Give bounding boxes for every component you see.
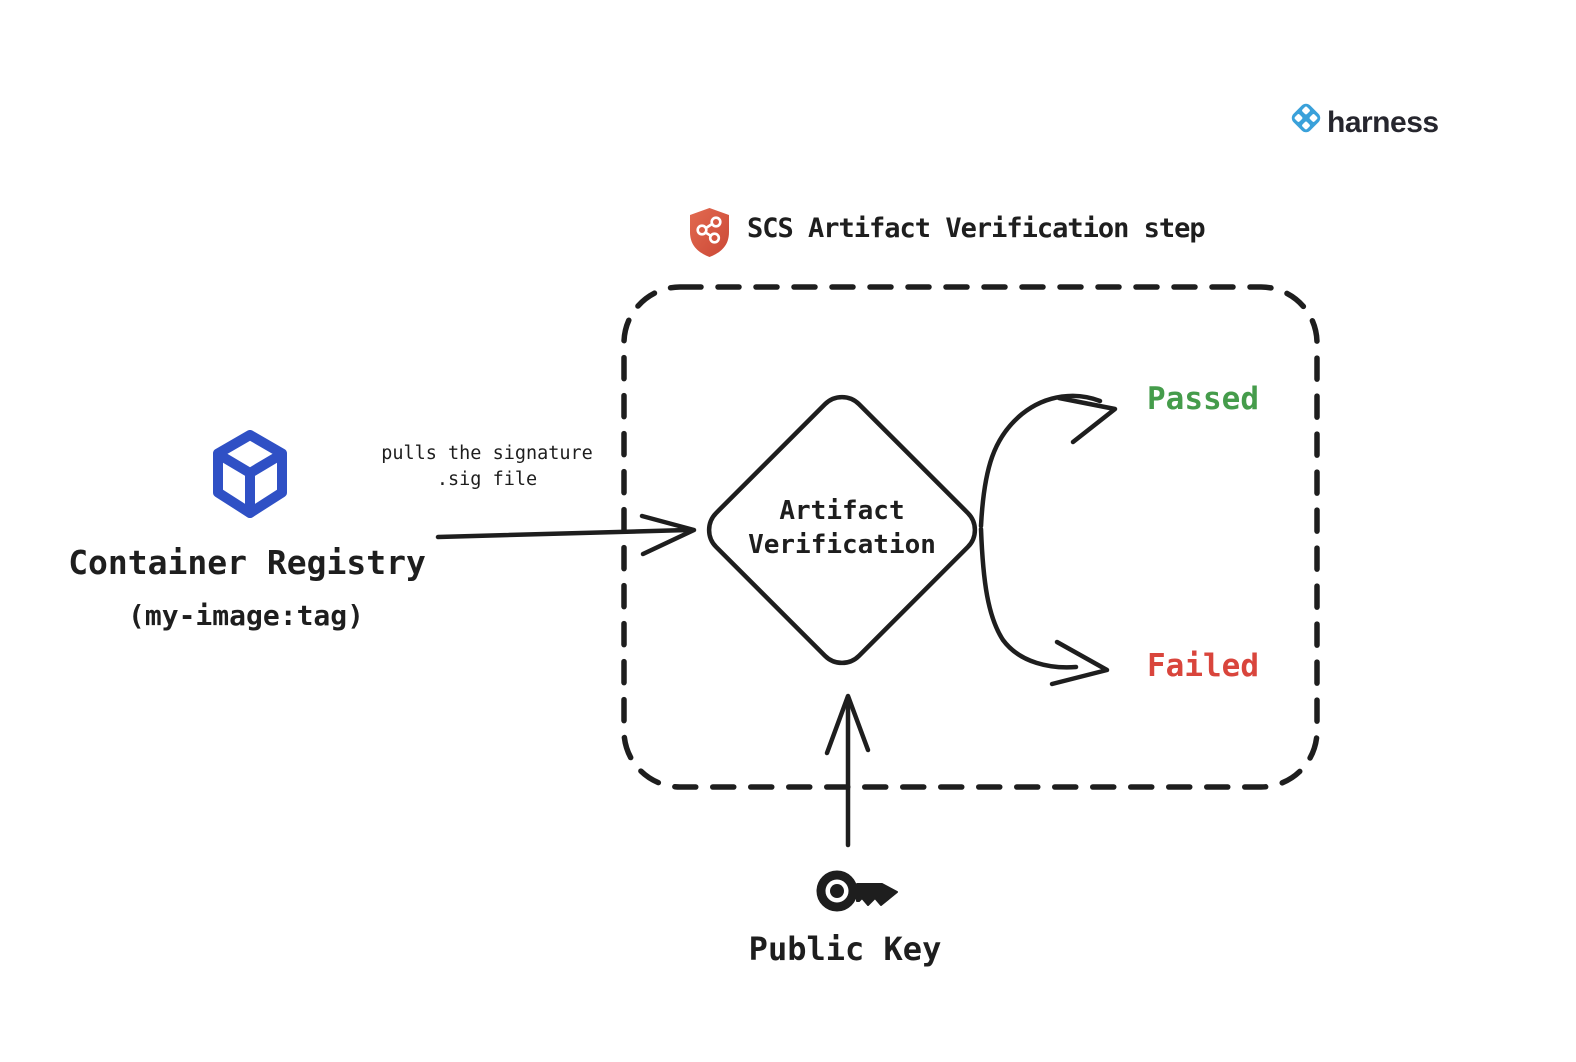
public-key-label: Public Key xyxy=(748,930,942,968)
pull-arrow xyxy=(435,513,697,557)
harness-logo xyxy=(1288,100,1448,140)
decision-label-line1: Artifact xyxy=(779,496,905,526)
decision-diamond xyxy=(706,394,978,666)
failed-label: Failed xyxy=(1147,648,1259,684)
passed-arrow xyxy=(978,393,1118,529)
step-boundary-box xyxy=(621,284,1320,790)
pull-arrow-label-line2: .sig file xyxy=(436,469,538,490)
pull-arrow-label: pulls the signature .sig file xyxy=(381,441,593,493)
failed-arrow xyxy=(978,526,1110,687)
decision-label-line2: Verification xyxy=(748,530,936,560)
pull-arrow-label-line1: pulls the signature xyxy=(381,443,593,464)
shield-graph-icon xyxy=(690,208,729,257)
harness-wordmark: harness xyxy=(1327,106,1439,139)
decision-label: Artifact Verification xyxy=(748,494,936,562)
harness-diamond-icon xyxy=(1291,103,1321,133)
step-title: SCS Artifact Verification step xyxy=(747,213,1206,244)
container-registry-label: Container Registry xyxy=(68,543,426,582)
public-key-arrow xyxy=(824,693,871,848)
passed-label: Passed xyxy=(1147,381,1259,417)
key-icon xyxy=(816,870,898,912)
container-image-tag: (my-image:tag) xyxy=(127,599,365,632)
container-registry-icon xyxy=(213,430,287,518)
